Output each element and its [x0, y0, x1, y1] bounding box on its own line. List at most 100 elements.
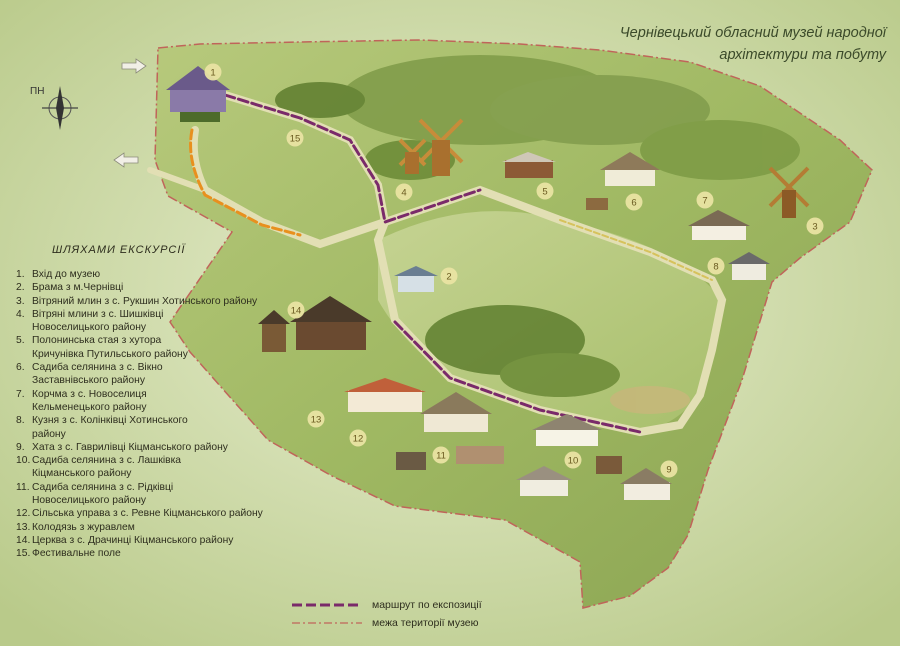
legend-item-number: 5.	[16, 335, 25, 347]
legend-item-text: Садиба селянина з с. Лашківка	[32, 455, 182, 467]
legend-item: 14.Церква з с. Драчинці Кіцманського рай…	[16, 534, 286, 547]
legend-heading: ШЛЯХАМИ ЕКСКУРСІЇ	[52, 244, 186, 256]
map-marker-4[interactable]: 4	[395, 183, 413, 201]
marker-label: 14	[291, 306, 302, 317]
border-label: межа території музею	[372, 617, 479, 629]
legend-item-text: Вітряні млини з с. Шишківці	[32, 308, 164, 320]
legend-item-text: Церква з с. Драчинці Кіцманського району	[32, 534, 234, 546]
marker-circle	[440, 267, 458, 285]
marker-circle	[307, 410, 325, 428]
legend-item-number: 8.	[16, 415, 25, 427]
legend-item-text: Сільська управа з с. Ревне Кіцманського …	[32, 508, 263, 520]
stall-building	[502, 152, 556, 178]
exit-arrow-icon	[113, 152, 139, 168]
legend-item-text: Вхід до музею	[32, 269, 101, 280]
legend-item-text: Новоселицького району	[32, 322, 147, 334]
map-marker-6[interactable]: 6	[625, 193, 643, 211]
marker-label: 6	[631, 198, 636, 209]
marker-label: 11	[436, 451, 446, 462]
map-marker-14[interactable]: 14	[287, 301, 305, 319]
marker-label: 10	[568, 456, 579, 467]
homestead-10	[516, 414, 622, 496]
legend-item-text: Вітряний млин з с. Рукшин Хотинського ра…	[32, 295, 258, 307]
map-marker-10[interactable]: 10	[564, 451, 582, 469]
legend-item-number: 15.	[16, 548, 31, 560]
legend-item-number: 6.	[16, 362, 25, 374]
legend-item: 13.Колодязь з журавлем	[16, 521, 286, 534]
legend-item-number: 9.	[16, 441, 25, 453]
title-line-1: Чернівецький обласний музей народної	[619, 25, 886, 41]
windmill-3	[768, 166, 810, 218]
legend-item-number: 2.	[16, 282, 25, 294]
legend-item-text: Садиба селянина з с. Вікно	[32, 362, 163, 374]
map-marker-12[interactable]: 12	[349, 429, 367, 447]
forest	[275, 55, 800, 414]
marker-label: 4	[401, 188, 406, 199]
legend-item-text: Кричунівка Путильського району	[32, 348, 188, 360]
marker-circle	[432, 446, 450, 464]
map-marker-8[interactable]: 8	[707, 257, 725, 275]
legend-item: 3.Вітряний млин з с. Рукшин Хотинського …	[16, 295, 286, 308]
marker-label: 12	[353, 434, 364, 445]
legend-item: 12.Сільська управа з с. Ревне Кіцмансько…	[16, 507, 286, 520]
entrance-arrow-icon	[121, 58, 147, 74]
map-marker-15[interactable]: 15	[286, 129, 304, 147]
route-legend: маршрут по експозиції межа території муз…	[292, 596, 482, 632]
church-14	[258, 296, 372, 352]
compass-rose-icon	[42, 86, 78, 130]
legend-item-text: Хата з с. Гаврилівці Кіцманського району	[32, 441, 228, 453]
legend-item-text: Заставнівського району	[32, 375, 145, 387]
legend-item-number: 11.	[16, 481, 30, 493]
map-marker-1[interactable]: 1	[204, 63, 222, 81]
marker-circle	[625, 193, 643, 211]
legend-item-text: Новоселицького району	[32, 495, 147, 507]
route-legend-lines	[292, 603, 362, 624]
marker-circle	[286, 129, 304, 147]
map-marker-13[interactable]: 13	[307, 410, 325, 428]
map-marker-2[interactable]: 2	[440, 267, 458, 285]
map-marker-3[interactable]: 3	[806, 217, 824, 235]
legend-item-number: 1.	[16, 269, 25, 280]
marker-circle	[660, 460, 678, 478]
marker-label: 1	[210, 68, 215, 79]
legend-item: 9. Хата з с. Гаврилівці Кіцманського райо…	[16, 441, 286, 454]
council-12	[344, 378, 426, 412]
inn-7	[688, 210, 750, 240]
legend-item: 2.Брама з м.Чернівці	[16, 281, 286, 294]
route-label: маршрут по експозиції	[372, 599, 482, 611]
marker-label: 2	[446, 272, 451, 283]
homestead-6	[586, 152, 660, 210]
map-title: Чернівецький обласний музей народної арх…	[526, 22, 886, 66]
map-marker-5[interactable]: 5	[536, 182, 554, 200]
forge-8	[728, 252, 770, 280]
homestead-11	[396, 392, 504, 470]
legend-item-number: 14.	[16, 534, 31, 546]
legend-item-text: Кіцманського району	[32, 468, 132, 480]
map-marker-7[interactable]: 7	[696, 191, 714, 209]
marker-circle	[707, 257, 725, 275]
marker-label: 3	[812, 222, 817, 233]
legend-item-number: 13.	[16, 521, 31, 533]
marker-label: 15	[290, 134, 301, 145]
map-marker-9[interactable]: 9	[660, 460, 678, 478]
legend-item-text: Фестивальне поле	[32, 548, 121, 560]
legend-item: 15.Фестивальне поле	[16, 547, 286, 560]
gate-2	[394, 266, 438, 292]
map-marker-11[interactable]: 11	[432, 446, 450, 464]
legend-item-text: Корчма з с. Новоселиця	[32, 388, 147, 400]
compass-label: ПН	[30, 86, 45, 97]
legend-item-text: Кузня з с. Колінківці Хотинського	[32, 415, 188, 427]
legend-item-text: Колодязь з журавлем	[32, 521, 135, 533]
entrance-building	[166, 66, 230, 122]
legend-item-number: 7.	[16, 388, 25, 400]
paths	[147, 91, 727, 437]
legend-item-text: Кельменецького району	[32, 401, 147, 413]
marker-circle	[564, 451, 582, 469]
